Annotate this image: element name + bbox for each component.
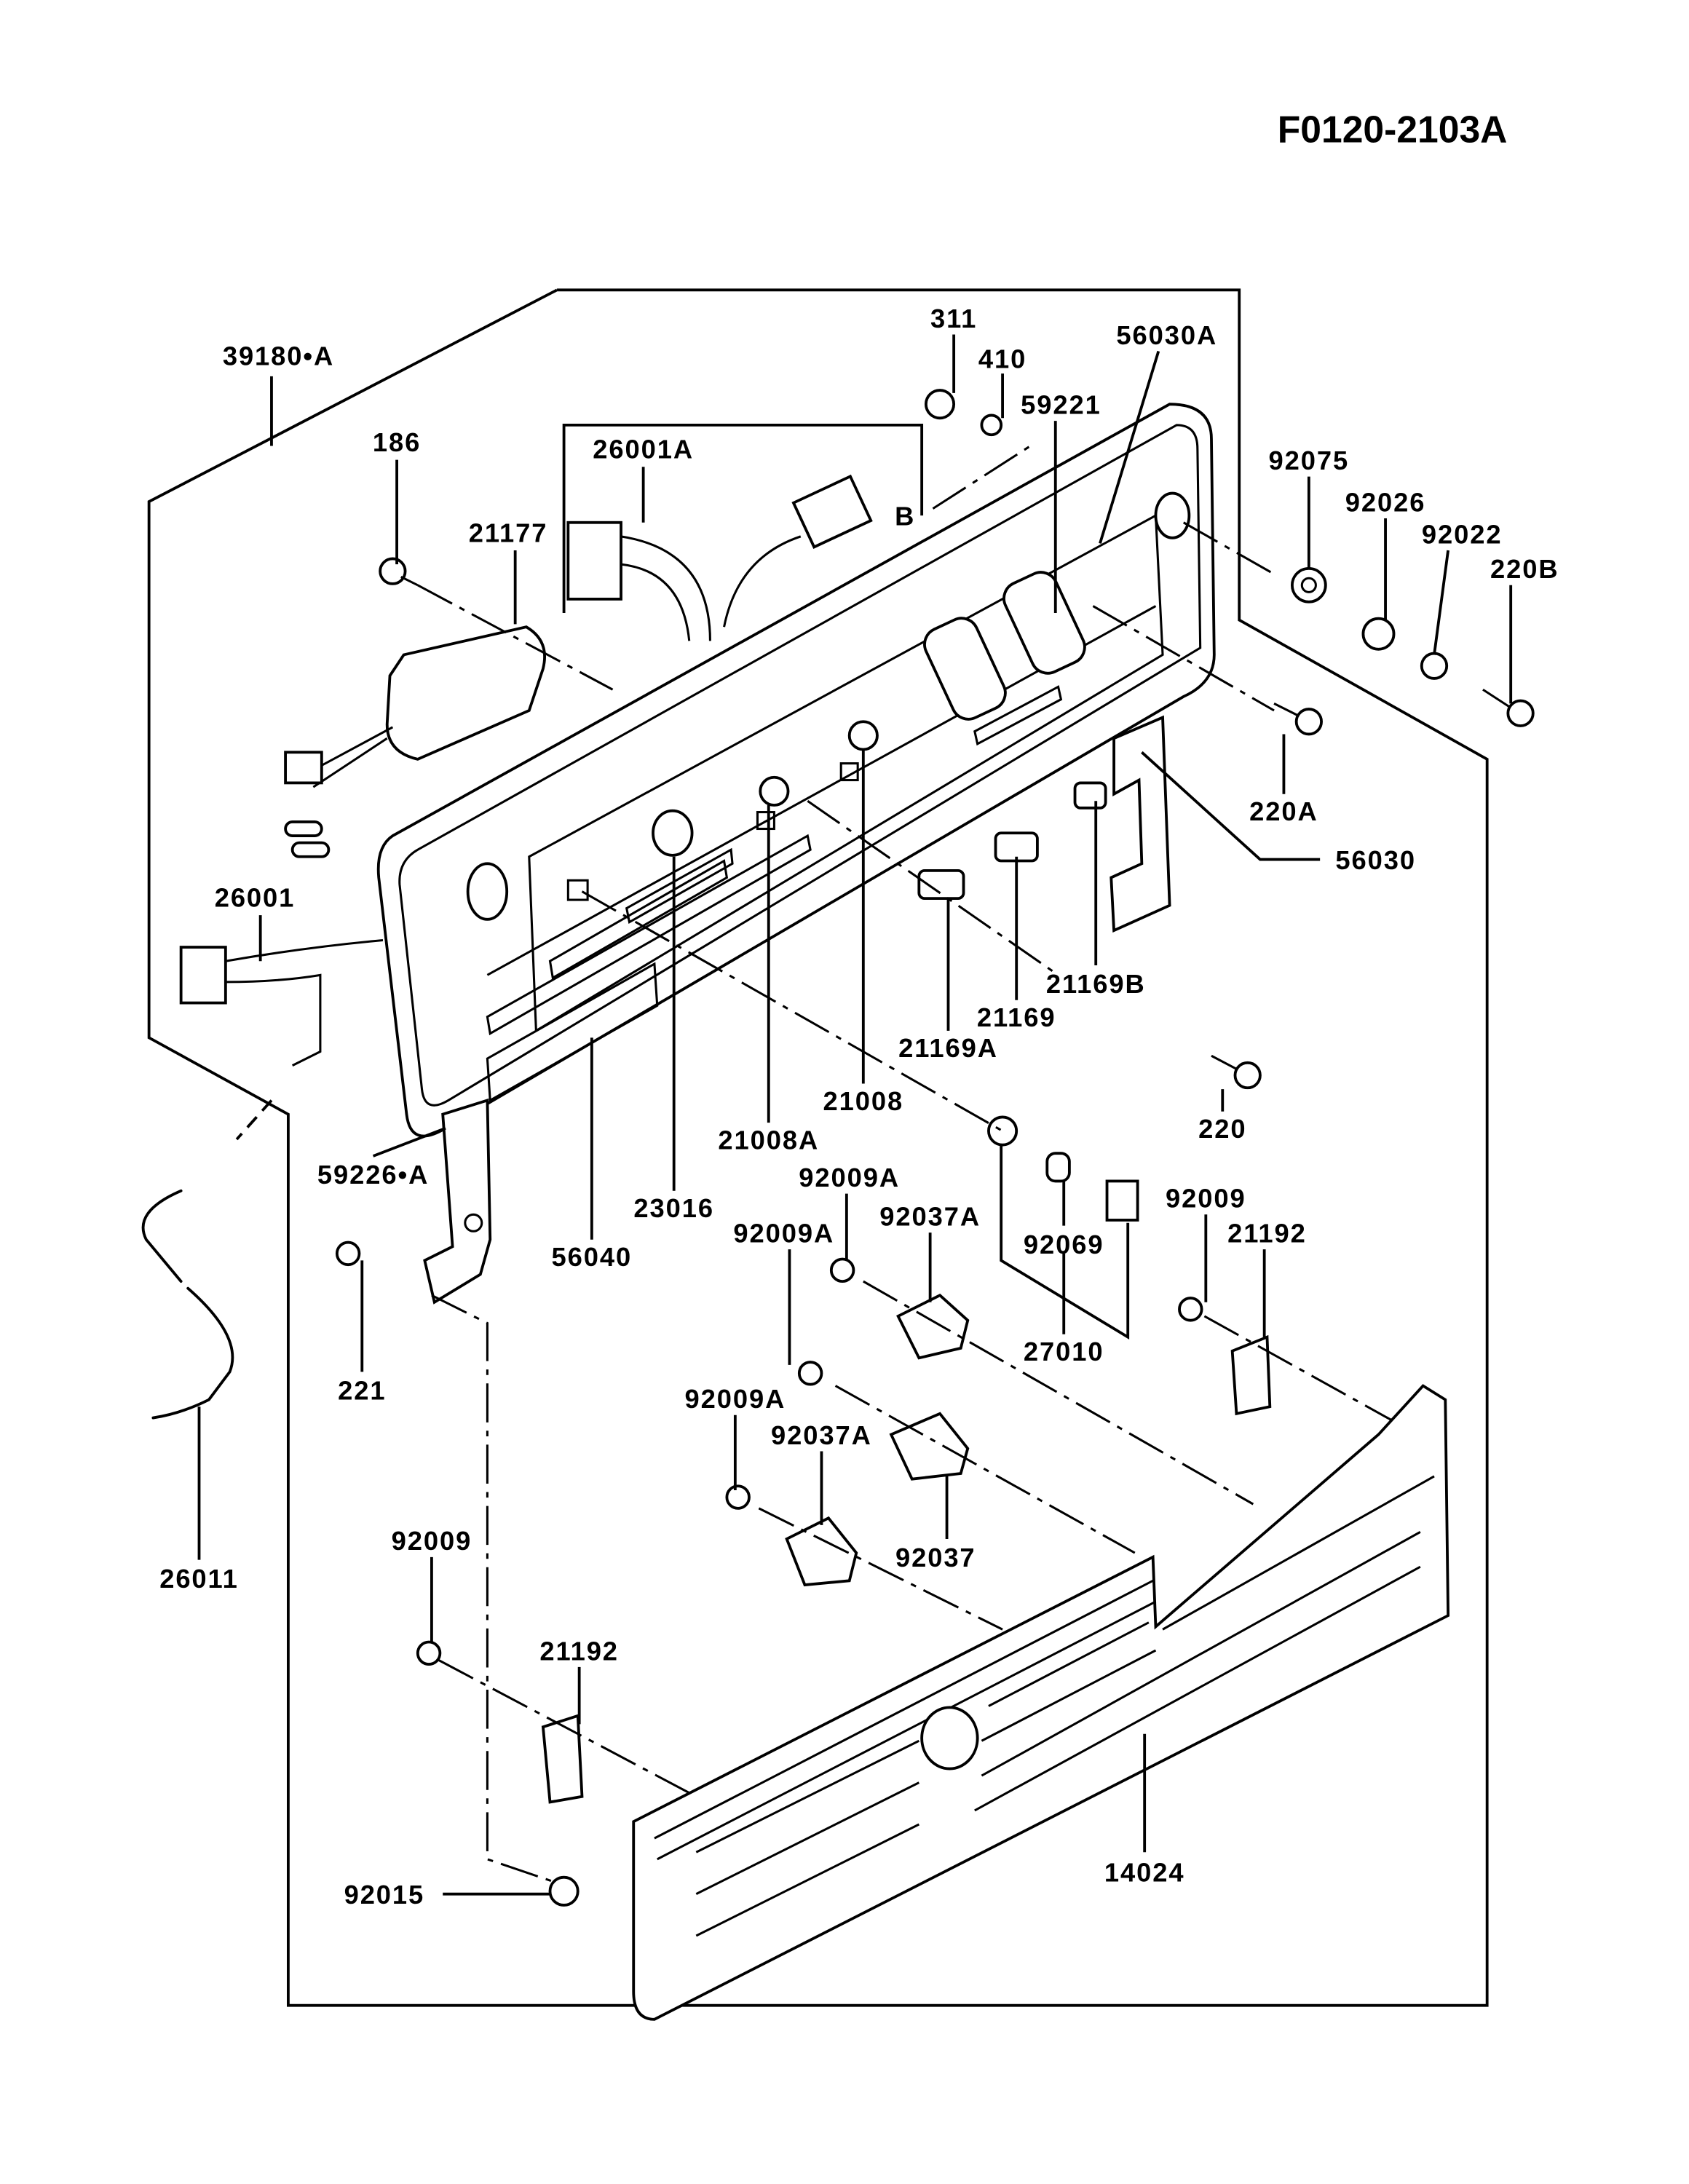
- switch: [847, 720, 879, 751]
- label-56040: 56040: [552, 1242, 633, 1272]
- label-92037a-2: 92037A: [771, 1420, 872, 1450]
- panel-bracket-left: [423, 1098, 492, 1305]
- panel-bracket-right: [1109, 715, 1171, 933]
- label-92026: 92026: [1345, 487, 1426, 517]
- label-27010: 27010: [1024, 1337, 1104, 1366]
- label-26001: 26001: [215, 883, 296, 913]
- label-220b: 220B: [1490, 554, 1559, 584]
- label-311: 311: [930, 304, 977, 333]
- label-39180a: 39180•A: [223, 341, 334, 371]
- label-21177: 21177: [469, 518, 548, 548]
- label-21169: 21169: [977, 1002, 1056, 1032]
- diagram-code: F0120-2103A: [1278, 108, 1508, 151]
- label-26011: 26011: [159, 1564, 239, 1594]
- front-cover: [632, 1384, 1450, 2021]
- label-21192-1: 21192: [1227, 1219, 1307, 1249]
- label-410: 410: [978, 344, 1027, 373]
- label-21169b: 21169B: [1046, 969, 1146, 999]
- label-186: 186: [373, 427, 421, 457]
- connector-26001: [179, 946, 227, 1005]
- leader-lines: [197, 334, 1513, 1896]
- pilot-lamp: [759, 775, 790, 807]
- label-220: 220: [1198, 1114, 1246, 1144]
- label-92037: 92037: [895, 1543, 976, 1572]
- label-221: 221: [338, 1376, 386, 1406]
- label-56030: 56030: [1335, 845, 1416, 875]
- label-92009a-1: 92009A: [799, 1163, 900, 1192]
- assembly-border: [147, 288, 1489, 2007]
- lead-wire-26011: [141, 1189, 234, 1420]
- label-92015: 92015: [344, 1880, 425, 1910]
- label-92009a-3: 92009A: [684, 1384, 786, 1414]
- screws: [335, 389, 1535, 1907]
- label-14024: 14024: [1104, 1857, 1185, 1887]
- label-92069: 92069: [1024, 1230, 1104, 1259]
- label-21192-2: 21192: [539, 1636, 619, 1666]
- label-59221: 59221: [1021, 390, 1101, 420]
- label-92037a-1: 92037A: [879, 1202, 981, 1232]
- label-21169a: 21169A: [898, 1033, 998, 1063]
- label-92009-1: 92009: [1166, 1184, 1246, 1214]
- label-92075: 92075: [1269, 446, 1350, 475]
- circuit-breakers: [917, 781, 1107, 901]
- label-26001a: 26001A: [593, 435, 694, 464]
- label-21008a: 21008A: [718, 1125, 819, 1155]
- label-23016: 23016: [633, 1193, 714, 1223]
- label-56030a: 56030A: [1116, 320, 1217, 350]
- control-panel: [376, 403, 1216, 1138]
- label-220a: 220A: [1249, 796, 1318, 826]
- label-92022: 92022: [1422, 519, 1503, 549]
- label-59226a: 59226•A: [317, 1160, 429, 1190]
- connector-26001a-left: [566, 521, 622, 601]
- clamps: [541, 1293, 1272, 1804]
- module-21177: [385, 625, 547, 761]
- label-21008: 21008: [823, 1086, 904, 1116]
- label-connector-b: B: [895, 502, 915, 531]
- label-92009a-2: 92009A: [733, 1219, 834, 1249]
- connector-26001a-right: [791, 474, 873, 549]
- part-labels: 39180•A 311 410 56030A 59221 186 26001A …: [159, 304, 1559, 1910]
- label-92009-2: 92009: [392, 1526, 472, 1556]
